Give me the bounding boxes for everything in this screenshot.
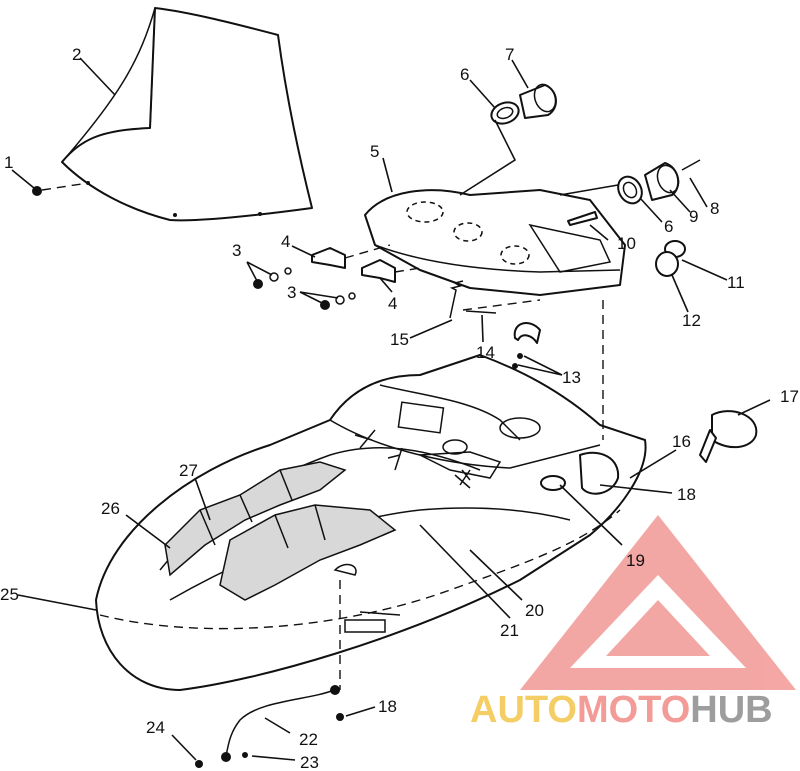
callout-17: 17 bbox=[780, 387, 799, 406]
callout-19: 19 bbox=[626, 551, 645, 570]
callout-5: 5 bbox=[370, 142, 379, 161]
fasteners-3-upper bbox=[253, 267, 292, 289]
watermark-text: AUTOMOTOHUB bbox=[470, 689, 773, 731]
callout-8: 8 bbox=[710, 199, 719, 218]
assembly-line-3 bbox=[462, 299, 541, 311]
callout-2: 2 bbox=[72, 45, 81, 64]
callout-4-upper: 4 bbox=[281, 232, 290, 251]
callout-20: 20 bbox=[525, 601, 544, 620]
callout-27: 27 bbox=[179, 461, 198, 480]
callout-1: 1 bbox=[4, 153, 13, 172]
callout-13: 13 bbox=[562, 368, 581, 387]
callout-3-lower: 3 bbox=[287, 283, 296, 302]
watermark-text-auto: AUTO bbox=[470, 689, 577, 731]
callout-22: 22 bbox=[299, 730, 318, 749]
screw-10 bbox=[567, 211, 598, 226]
spring-15 bbox=[449, 280, 464, 319]
screw-1 bbox=[32, 186, 42, 196]
gauge-ring-right bbox=[617, 175, 643, 205]
fasteners-3-lower bbox=[320, 292, 356, 310]
callout-10: 10 bbox=[617, 234, 636, 253]
watermark-triangle-core bbox=[606, 600, 710, 656]
indicator-bulb bbox=[655, 240, 686, 277]
callout-7: 7 bbox=[505, 45, 514, 64]
pin-14 bbox=[465, 310, 497, 314]
callout-4-lower: 4 bbox=[388, 294, 397, 313]
watermark-logo bbox=[520, 515, 796, 690]
callout-23: 23 bbox=[300, 753, 319, 771]
callout-24: 24 bbox=[146, 718, 165, 737]
callout-3-upper: 3 bbox=[232, 241, 241, 260]
callout-16: 16 bbox=[672, 432, 691, 451]
mirror bbox=[699, 410, 758, 463]
gauge-housing-upper bbox=[519, 83, 557, 119]
callout-26: 26 bbox=[101, 499, 120, 518]
pin-8 bbox=[681, 159, 701, 171]
callout-15: 15 bbox=[390, 330, 409, 349]
gauge-housing-right bbox=[644, 162, 680, 201]
callout-6-right: 6 bbox=[664, 217, 673, 236]
callout-labels: 1 2 3 3 4 4 5 6 6 7 8 9 10 11 12 13 14 1… bbox=[0, 45, 799, 771]
latch-cable bbox=[195, 685, 344, 768]
clip-13 bbox=[512, 322, 541, 369]
callout-18-bottom: 18 bbox=[378, 697, 397, 716]
callout-18-right: 18 bbox=[677, 485, 696, 504]
watermark-text-hub: HUB bbox=[690, 689, 772, 731]
vent-grille bbox=[164, 461, 397, 601]
callout-12: 12 bbox=[682, 311, 701, 330]
callout-11: 11 bbox=[727, 273, 745, 292]
windshield bbox=[61, 7, 313, 222]
watermark-text-moto: MOTO bbox=[577, 689, 690, 731]
bracket-upper bbox=[311, 247, 346, 269]
callout-25: 25 bbox=[0, 585, 19, 604]
callout-6-upper: 6 bbox=[460, 65, 469, 84]
leader-lines bbox=[11, 57, 771, 761]
instrument-console bbox=[364, 189, 626, 296]
callout-14: 14 bbox=[476, 343, 495, 362]
gauge-ring-upper bbox=[490, 101, 520, 125]
callout-21: 21 bbox=[500, 621, 519, 640]
callout-9: 9 bbox=[689, 207, 698, 226]
bracket-lower bbox=[361, 259, 396, 283]
